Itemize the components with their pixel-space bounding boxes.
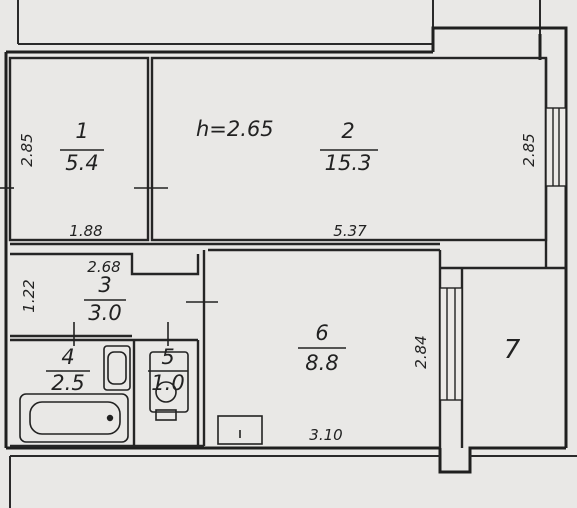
- kitchen-unit: [217, 415, 263, 445]
- bathtub: [19, 393, 129, 443]
- room-area: 15.3: [325, 151, 372, 175]
- room-number: 5: [161, 345, 174, 369]
- room-area: 8.8: [305, 351, 338, 375]
- room-area: 2.5: [51, 371, 84, 395]
- room-number: 1: [75, 119, 88, 143]
- room-7-label: 7: [504, 335, 521, 365]
- door-marks: [0, 187, 218, 346]
- neighbour-wall-bottom: [9, 455, 577, 508]
- ceiling-height-label: h=2.65: [196, 117, 274, 141]
- room-2-label: 2 15.3: [320, 119, 378, 175]
- room-4-label: 4 2.5: [46, 345, 90, 395]
- room-area: 5.4: [65, 151, 98, 175]
- room-6-label: 6 8.8: [298, 321, 346, 375]
- room-1-label: 1 5.4: [60, 119, 104, 175]
- room3-height-dim: 1.22: [20, 279, 38, 312]
- room-number: 3: [98, 273, 111, 297]
- room-number: 7: [504, 335, 521, 365]
- room-3-label: 3 3.0: [84, 273, 126, 325]
- room-number: 4: [61, 345, 74, 369]
- window-room6: [439, 287, 463, 401]
- room-number: 6: [315, 321, 328, 345]
- toilet: [149, 351, 189, 421]
- room-5-label: 5 1.0: [148, 345, 188, 395]
- partition-walls: [8, 56, 566, 448]
- room2-width-dim: 5.37: [333, 222, 367, 240]
- sink: [103, 345, 131, 391]
- room3-width-dim: 2.68: [87, 258, 120, 276]
- room6-height-dim: 2.84: [412, 335, 430, 368]
- room1-width-dim: 1.88: [69, 222, 102, 240]
- neighbour-wall-top: [17, 0, 541, 45]
- room-area: 3.0: [88, 301, 121, 325]
- room-area: 1.0: [151, 371, 184, 395]
- room1-height-dim: 2.85: [18, 133, 36, 166]
- room2-height-dim: 2.85: [520, 133, 538, 166]
- room6-width-dim: 3.10: [309, 426, 342, 444]
- window-room2: [545, 107, 567, 187]
- room-number: 2: [341, 119, 354, 143]
